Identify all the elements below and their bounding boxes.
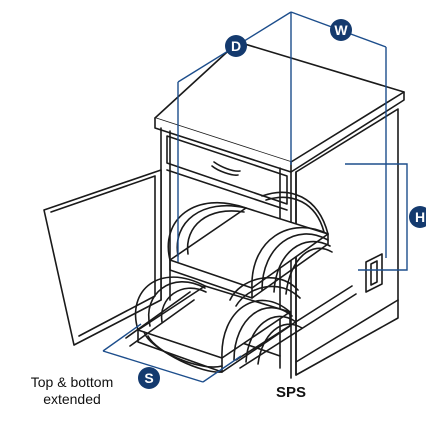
slide-label: S xyxy=(144,370,153,386)
depth-label: D xyxy=(231,38,241,54)
slide-dimension-line xyxy=(102,323,242,383)
upper-shelf xyxy=(167,191,333,299)
drawer-front xyxy=(166,135,288,205)
drawer-handle xyxy=(211,161,241,176)
lower-shelf xyxy=(125,276,357,373)
depth-callout: D xyxy=(225,35,247,57)
height-label: H xyxy=(415,209,425,225)
width-label: W xyxy=(334,22,348,38)
slide-callout: S xyxy=(138,367,160,389)
caption-line-1: Top & bottom xyxy=(30,374,114,390)
caption-line-2: extended xyxy=(43,391,101,407)
mounting-bracket xyxy=(365,253,383,293)
cabinet-door xyxy=(43,169,162,346)
height-dimension-line xyxy=(345,163,408,271)
extension-caption: Top & bottom extended xyxy=(10,374,134,408)
model-label: SPS xyxy=(276,384,307,401)
height-callout: H xyxy=(409,206,426,228)
width-callout: W xyxy=(330,19,352,41)
